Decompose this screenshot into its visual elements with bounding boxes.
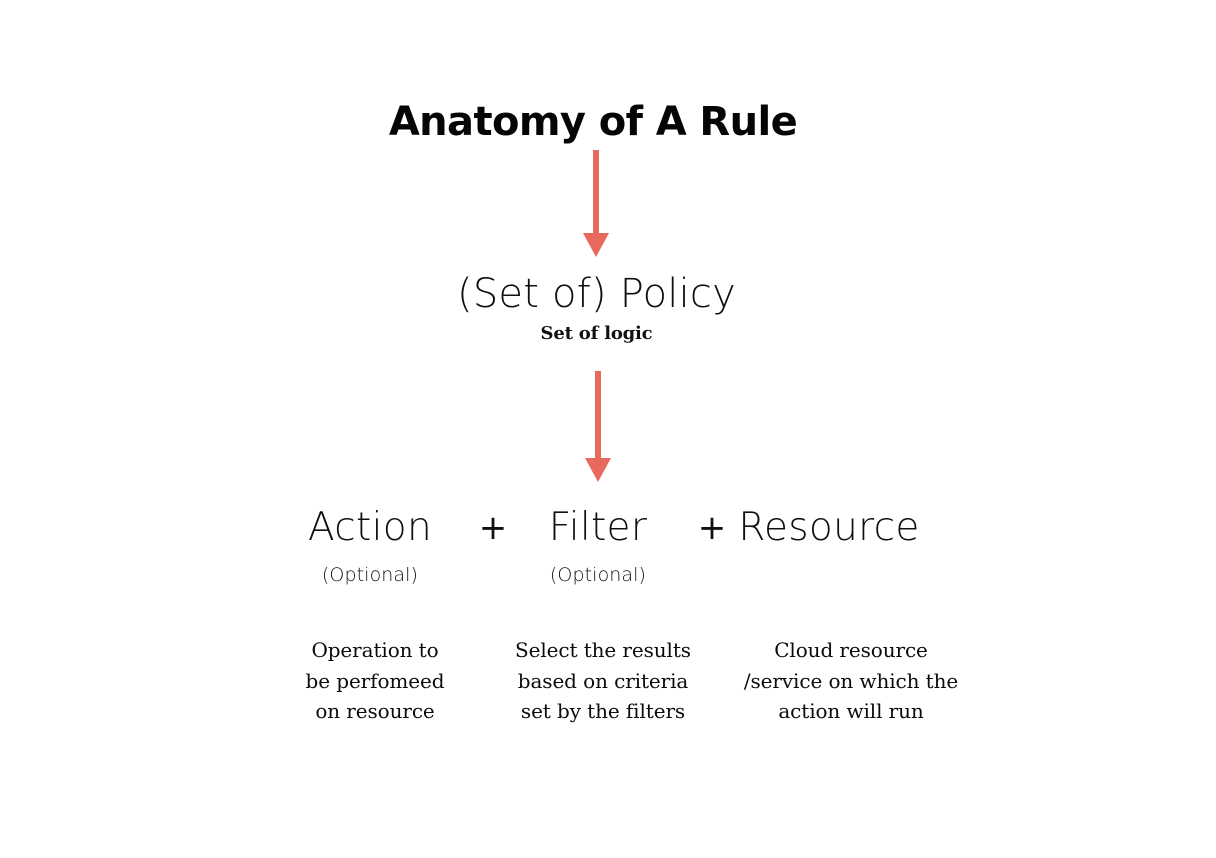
description-resource-line-2: /service on which the [743,668,959,693]
description-filter-line-3: set by the filters [520,699,686,723]
description-resource-line-1: Cloud resource [774,638,928,662]
component-label-action: Action [308,505,432,550]
component-label-filter: Filter [548,505,648,550]
page-title: Anatomy of A Rule [388,99,798,145]
description-resource-line-3: action will run [778,699,924,723]
description-action-line-2: be perfomeed [305,668,445,693]
optional-tag-action: (Optional) [321,564,419,586]
description-action-line-1: Operation to [311,638,439,662]
components-formula-row: Action + Filter + Resource [300,503,925,555]
optional-tag-filter: (Optional) [549,564,647,586]
arrow-title-to-policy-icon [578,150,614,260]
description-resource: Cloud resource /service on which the act… [720,635,982,727]
policy-subtitle: Set of logic [540,323,653,344]
policy-block: (Set of) Policy Set of logic [0,271,1193,345]
component-label-resource: Resource [738,505,920,550]
description-filter: Select the results based on criteria set… [493,635,713,727]
description-action: Operation to be perfomeed on resource [265,635,485,727]
plus-operator-1: + [478,508,508,548]
policy-label: (Set of) Policy [457,271,736,317]
arrow-policy-to-components-icon [580,371,616,486]
description-filter-line-1: Select the results [515,638,691,662]
description-action-line-3: on resource [315,699,435,723]
description-filter-line-2: based on criteria [517,668,689,693]
plus-operator-2: + [697,508,727,548]
